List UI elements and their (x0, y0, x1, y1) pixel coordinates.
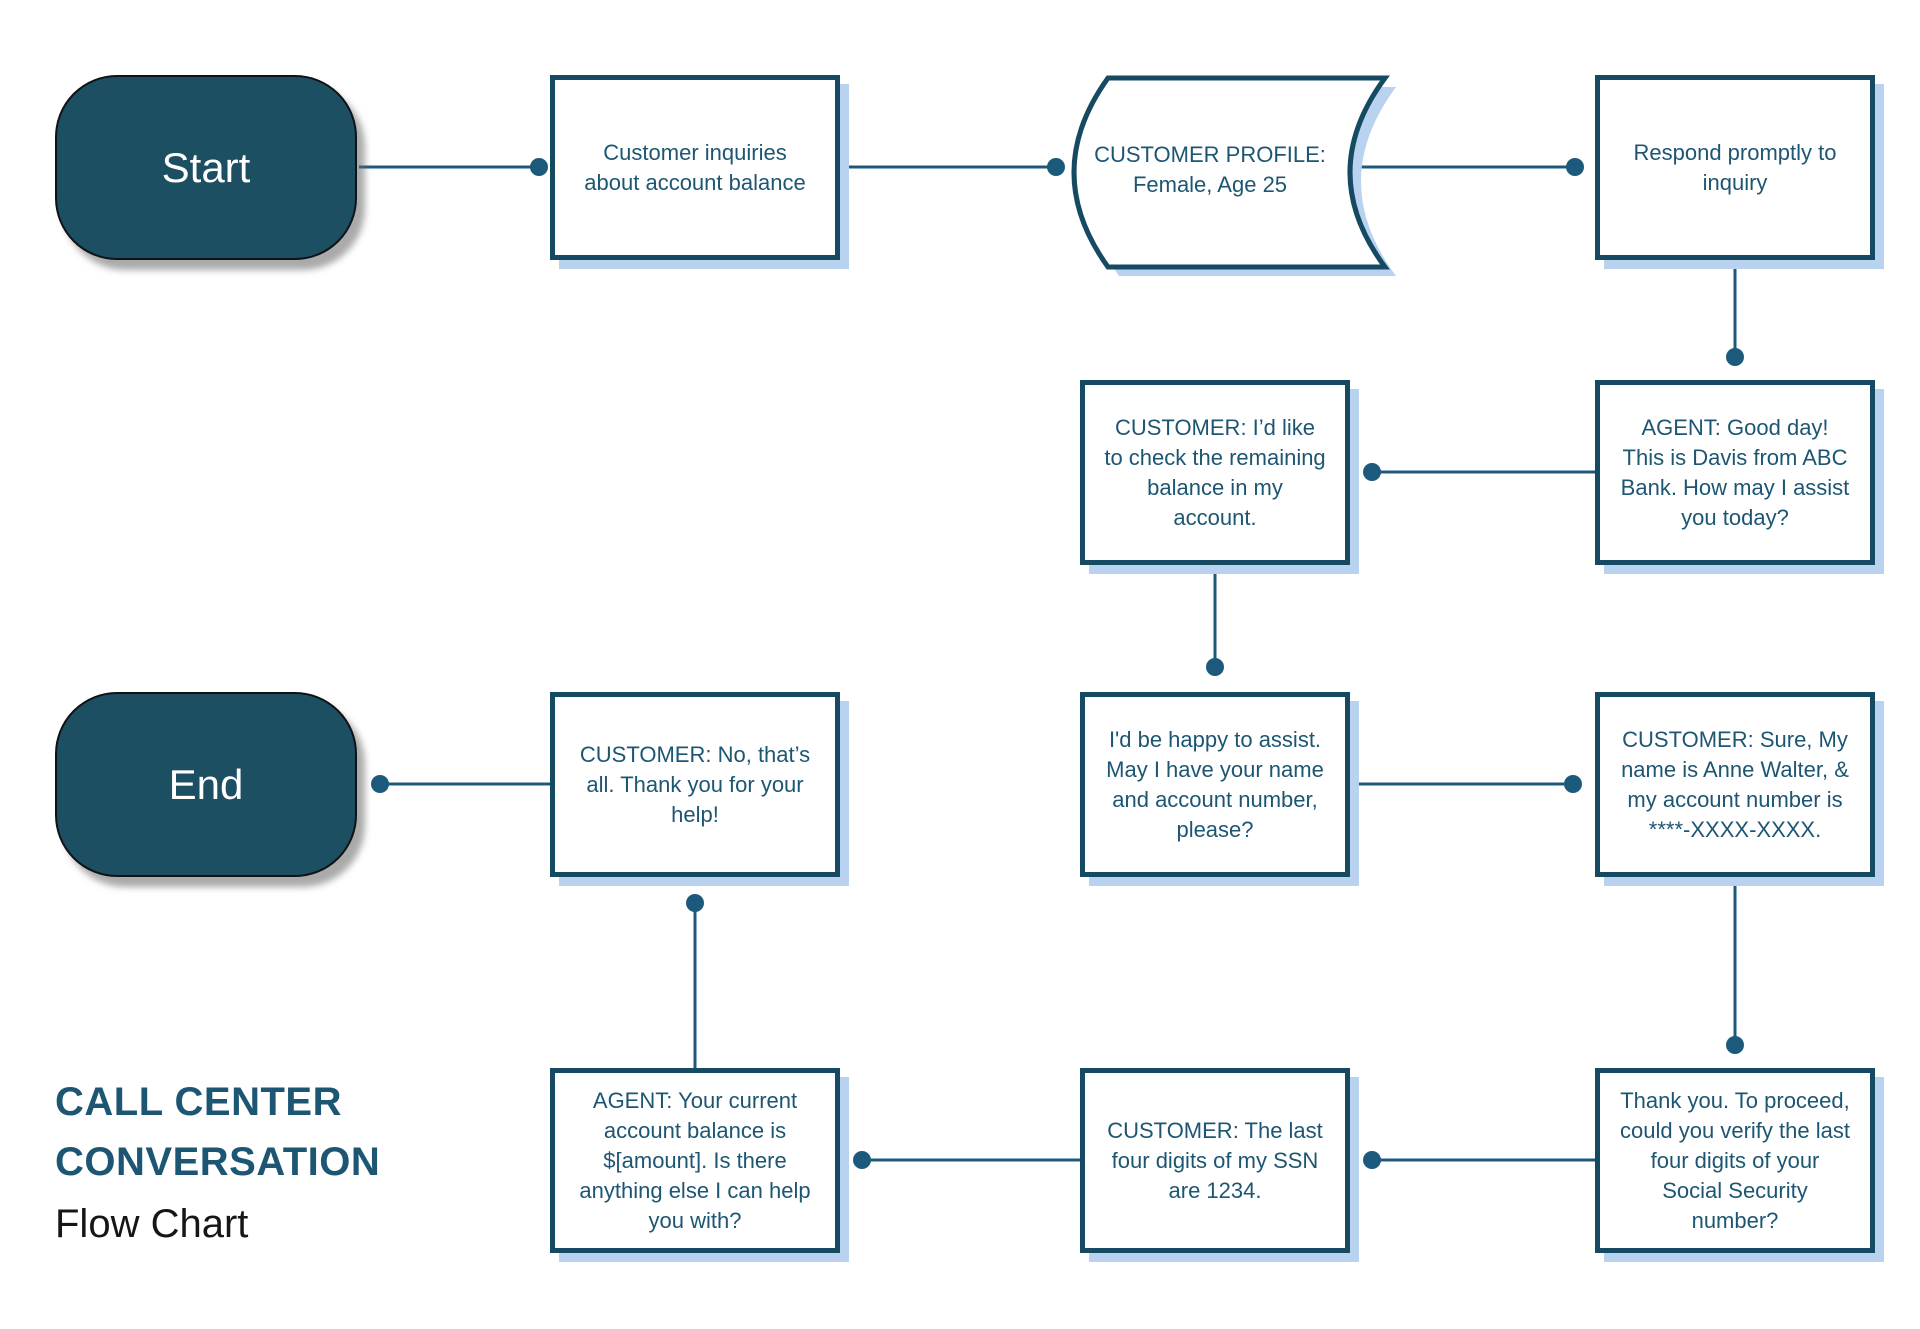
node-happy-to-assist-label: I'd be happy to assist. May I have your … (1106, 726, 1324, 842)
node-name-account-label: CUSTOMER: Sure, My name is Anne Walter, … (1621, 726, 1849, 842)
node-start-label: Start (161, 143, 251, 191)
connector-happy-name (1348, 775, 1582, 793)
node-name-account: CUSTOMER: Sure, My name is Anne Walter, … (1595, 692, 1875, 877)
connector-verify-ssn (1363, 1151, 1597, 1169)
node-balance-answer-label: AGENT: Your current account balance is $… (579, 1087, 811, 1233)
display-shape-body (1071, 75, 1390, 270)
node-agent-greeting-label: AGENT: Good day! This is Davis from ABC … (1620, 414, 1850, 530)
connector-dot (1363, 463, 1381, 481)
node-customer-inquiry: Customer inquiries about account balance (550, 75, 840, 260)
connector-dot (686, 894, 704, 912)
connector-respond-greeting (1726, 258, 1744, 366)
connector-dot (1363, 1151, 1381, 1169)
node-no-thats-all-label: CUSTOMER: No, that’s all. Thank you for … (579, 741, 811, 827)
node-no-thats-all: CUSTOMER: No, that’s all. Thank you for … (550, 692, 840, 877)
connector-check-happy (1206, 563, 1224, 676)
connector-dot (1726, 1036, 1744, 1054)
connector-name-verify (1726, 875, 1744, 1054)
connector-ssn-balance (853, 1151, 1082, 1169)
title-heading-line1: CALL CENTER (55, 1080, 342, 1124)
connector-start-inquiry (359, 158, 548, 176)
node-check-balance: CUSTOMER: I’d like to check the remainin… (1080, 380, 1350, 565)
node-customer-profile: CUSTOMER PROFILE: Female, Age 25 (1085, 75, 1335, 265)
connector-dot (530, 158, 548, 176)
node-agent-greeting: AGENT: Good day! This is Davis from ABC … (1595, 380, 1875, 565)
connector-nothatsall-end (371, 775, 552, 793)
node-ssn-digits-label: CUSTOMER: The last four digits of my SSN… (1107, 1117, 1323, 1203)
node-end-terminator: End (55, 692, 357, 877)
node-ssn-digits: CUSTOMER: The last four digits of my SSN… (1080, 1068, 1350, 1253)
connector-dot (371, 775, 389, 793)
connector-dot (853, 1151, 871, 1169)
connector-dot (1564, 775, 1582, 793)
connector-dot (1206, 658, 1224, 676)
node-happy-to-assist: I'd be happy to assist. May I have your … (1080, 692, 1350, 877)
connector-balance-nothatsall (686, 894, 704, 1070)
connector-greeting-check (1363, 463, 1597, 481)
node-respond-promptly: Respond promptly to inquiry (1595, 75, 1875, 260)
title-block: CALL CENTER CONVERSATION Flow Chart (55, 1072, 380, 1254)
title-subheading: Flow Chart (55, 1202, 249, 1246)
connector-dot (1047, 158, 1065, 176)
node-check-balance-label: CUSTOMER: I’d like to check the remainin… (1104, 414, 1326, 530)
node-verify-ssn-label: Thank you. To proceed, could you verify … (1620, 1087, 1850, 1233)
node-customer-profile-shape (1071, 75, 1396, 276)
connector-inquiry-profile (840, 158, 1065, 176)
node-end-label: End (168, 760, 244, 808)
node-verify-ssn: Thank you. To proceed, could you verify … (1595, 1068, 1875, 1253)
connector-dot (1566, 158, 1584, 176)
node-start-terminator: Start (55, 75, 357, 260)
node-respond-promptly-label: Respond promptly to inquiry (1633, 139, 1837, 195)
node-balance-answer: AGENT: Your current account balance is $… (550, 1068, 840, 1253)
node-customer-inquiry-label: Customer inquiries about account balance (584, 139, 806, 195)
node-customer-profile-label: CUSTOMER PROFILE: Female, Age 25 (1094, 142, 1326, 197)
title-heading-line2: CONVERSATION (55, 1140, 381, 1184)
connector-dot (1726, 348, 1744, 366)
